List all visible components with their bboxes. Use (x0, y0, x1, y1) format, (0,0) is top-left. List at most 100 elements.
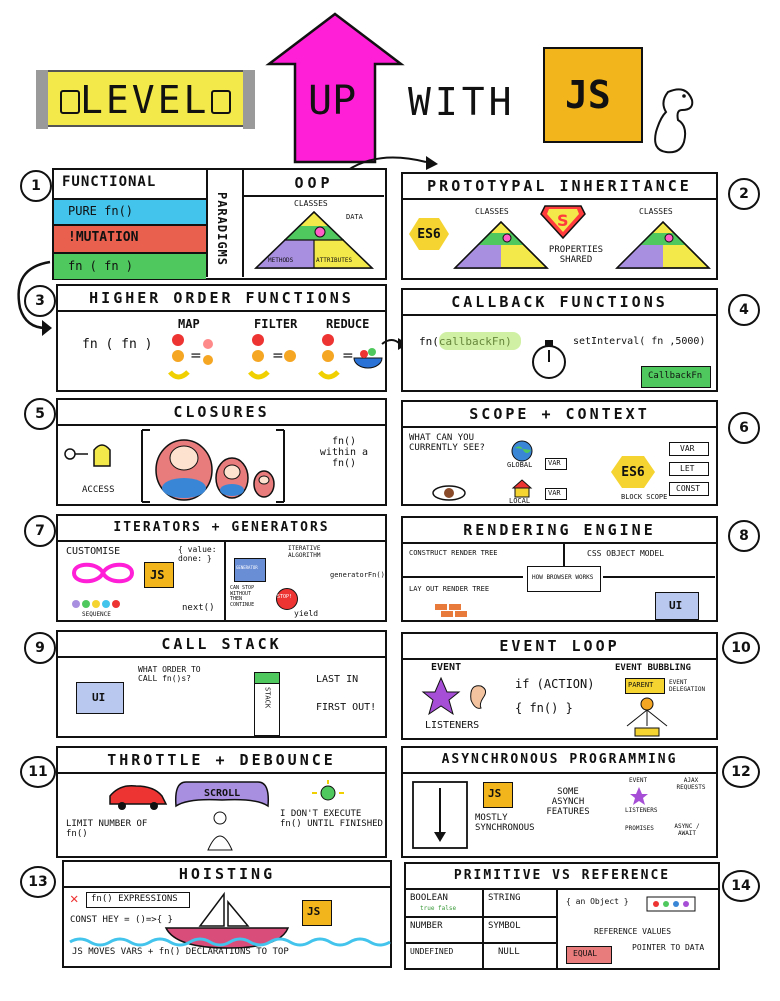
panel-call-stack: CALL STACK UI WHAT ORDER TO CALL fn()s? … (56, 630, 387, 738)
svg-text:S: S (557, 211, 569, 230)
event-loop-title: EVENT LOOP (403, 634, 716, 660)
fn-fn-row: fn ( fn ) (54, 252, 206, 279)
render-step-2: CSS OBJECT MODEL (587, 549, 665, 558)
house-icon (511, 479, 533, 498)
eye-icon (432, 485, 466, 501)
green-light-icon (312, 780, 344, 801)
async-title: ASYNCHRONOUS PROGRAMMING (403, 748, 716, 774)
svg-text:=: = (342, 348, 354, 364)
local-label: LOCAL (509, 497, 531, 505)
prototype-triangle-right (615, 220, 711, 269)
infinity-loop-icon (71, 562, 135, 584)
number-badge-14: 14 (722, 870, 760, 902)
with-text: WITH (408, 80, 516, 124)
panel-callback-functions: CALLBACK FUNCTIONS fn(callbackFn) setInt… (401, 288, 718, 392)
throttle-title: THROTTLE + DEBOUNCE (58, 748, 385, 774)
object-text: { an Object } (566, 897, 629, 906)
promises-label: PROMISES (625, 825, 654, 832)
paradigms-label: PARADIGMS (215, 191, 229, 267)
number-badge-5: 5 (24, 398, 56, 430)
next-text: next() (182, 603, 215, 613)
iterative-algorithm-label: ITERATIVE ALGORITHM (288, 545, 321, 559)
let-tag: LET (669, 462, 709, 476)
number-badge-6: 6 (728, 412, 760, 444)
async-js-badge: JS (483, 782, 513, 808)
reference-values-text: REFERENCE VALUES (594, 927, 672, 936)
yield-text: yield (294, 609, 319, 618)
number-badge-11: 11 (20, 756, 56, 788)
pixel-icon-right (211, 90, 231, 114)
sync-arrow-box (412, 781, 468, 849)
panel-scope-context: SCOPE + CONTEXT WHAT CAN YOU CURRENTLY S… (401, 400, 718, 506)
last-in-text: LAST IN (316, 674, 359, 685)
connector-arrow-1-3 (17, 260, 52, 336)
scroll-banner-icon (174, 781, 270, 808)
hof-map-label: MAP (178, 317, 200, 331)
primitive-symbol: SYMBOL (488, 921, 521, 931)
svg-text:=: = (272, 348, 284, 364)
panel-asynchronous-programming: ASYNCHRONOUS PROGRAMMING JS MOSTLY SYNCH… (401, 746, 718, 858)
render-step-1: CONSTRUCT RENDER TREE (409, 549, 498, 557)
how-browser-works-box: HOW BROWSER WORKS (527, 566, 601, 592)
listeners-label: LISTENERS (425, 720, 480, 731)
dinosaur-icon (654, 88, 694, 154)
customise-label: CUSTOMISE (66, 546, 121, 557)
oop-attributes-label: ATTRIBUTES (316, 257, 353, 264)
hof-reduce-label: REDUCE (326, 317, 370, 331)
panel-hoisting: HOISTING ✕ fn() EXPRESSIONS CONST HEY = … (62, 860, 392, 968)
number-badge-3: 3 (24, 285, 56, 317)
equal-tag: EQUAL (566, 946, 612, 964)
ajax-label: AJAX REQUESTS (676, 777, 706, 791)
global-label: GLOBAL (507, 461, 533, 469)
event-label: EVENT (431, 662, 462, 673)
generator-box: GENERATOR (234, 558, 266, 582)
oop-triangle-diagram (254, 210, 374, 269)
red-car-icon (109, 784, 168, 810)
ui-window-stack: UI (76, 682, 124, 714)
limit-text: LIMIT NUMBER OF fn() (66, 819, 148, 839)
var-tag-global: VAR (545, 458, 567, 470)
async-await-label: ASYNC / AWAIT (674, 823, 700, 837)
oop-methods-label: METHODS (268, 257, 294, 264)
level-banner: LEVEL (36, 70, 255, 129)
number-badge-9: 9 (24, 632, 56, 664)
can-stop-label: CAN STOP WITHOUT THEN CONTINUE (230, 585, 255, 608)
key-lock-icon (64, 444, 111, 467)
pure-fn-row: PURE fn() (54, 198, 206, 224)
pointer-text: POINTER TO DATA (632, 943, 705, 952)
event-bubbling-label: EVENT BUBBLING (615, 663, 691, 673)
panel-closures: CLOSURES ACCESS fn() within a fn() (56, 398, 387, 506)
async-listeners-label: LISTENERS (625, 807, 658, 814)
primitive-undefined: UNDEFINED (410, 947, 454, 956)
scroll-label: SCROLL (204, 788, 241, 799)
number-badge-7: 7 (24, 515, 56, 547)
mutation-row: !MUTATION (54, 224, 206, 252)
closures-title: CLOSURES (58, 400, 385, 426)
globe-icon (511, 440, 533, 462)
within-fn-text: fn() within a fn() (319, 436, 369, 469)
level-text: LEVEL (80, 78, 210, 122)
reference-dots-icon (646, 896, 696, 912)
prototypal-title: PROTOTYPAL INHERITANCE (403, 174, 716, 200)
panel-prototypal-inheritance: PROTOTYPAL INHERITANCE ES6 CLASSES S PRO… (401, 172, 718, 280)
panel-higher-order-functions: HIGHER ORDER FUNCTIONS fn ( fn ) MAP FIL… (56, 284, 387, 392)
if-action-text: if (ACTION) (515, 677, 595, 691)
ear-icon (470, 685, 487, 709)
number-badge-8: 8 (728, 520, 760, 552)
boolean-values: true false (420, 905, 457, 912)
scope-question: WHAT CAN YOU CURRENTLY SEE? (409, 433, 485, 453)
es6-badge-scope: ES6 (611, 456, 655, 488)
hof-fn-fn: fn ( fn ) (82, 337, 153, 352)
panel-iterators-generators: ITERATORS + GENERATORS CUSTOMISE JS { va… (56, 514, 387, 622)
js-logo: JS (543, 47, 643, 143)
hof-filter-label: FILTER (254, 317, 298, 331)
properties-shared-label: PROPERTIES SHARED (548, 245, 604, 265)
const-hey-text: CONST HEY = ()=>{ } (70, 915, 173, 925)
panel-throttle-debounce: THROTTLE + DEBOUNCE LIMIT NUMBER OF fn()… (56, 746, 387, 858)
access-label: ACCESS (82, 485, 115, 495)
render-step-3: LAY OUT RENDER TREE (409, 585, 490, 593)
var-tag: VAR (669, 442, 709, 456)
dont-execute-text: I DON'T EXECUTE fn() UNTIL FINISHED (280, 809, 383, 829)
callbackfn-tag: CallbackFn (641, 366, 711, 388)
sequence-dots (72, 600, 120, 608)
